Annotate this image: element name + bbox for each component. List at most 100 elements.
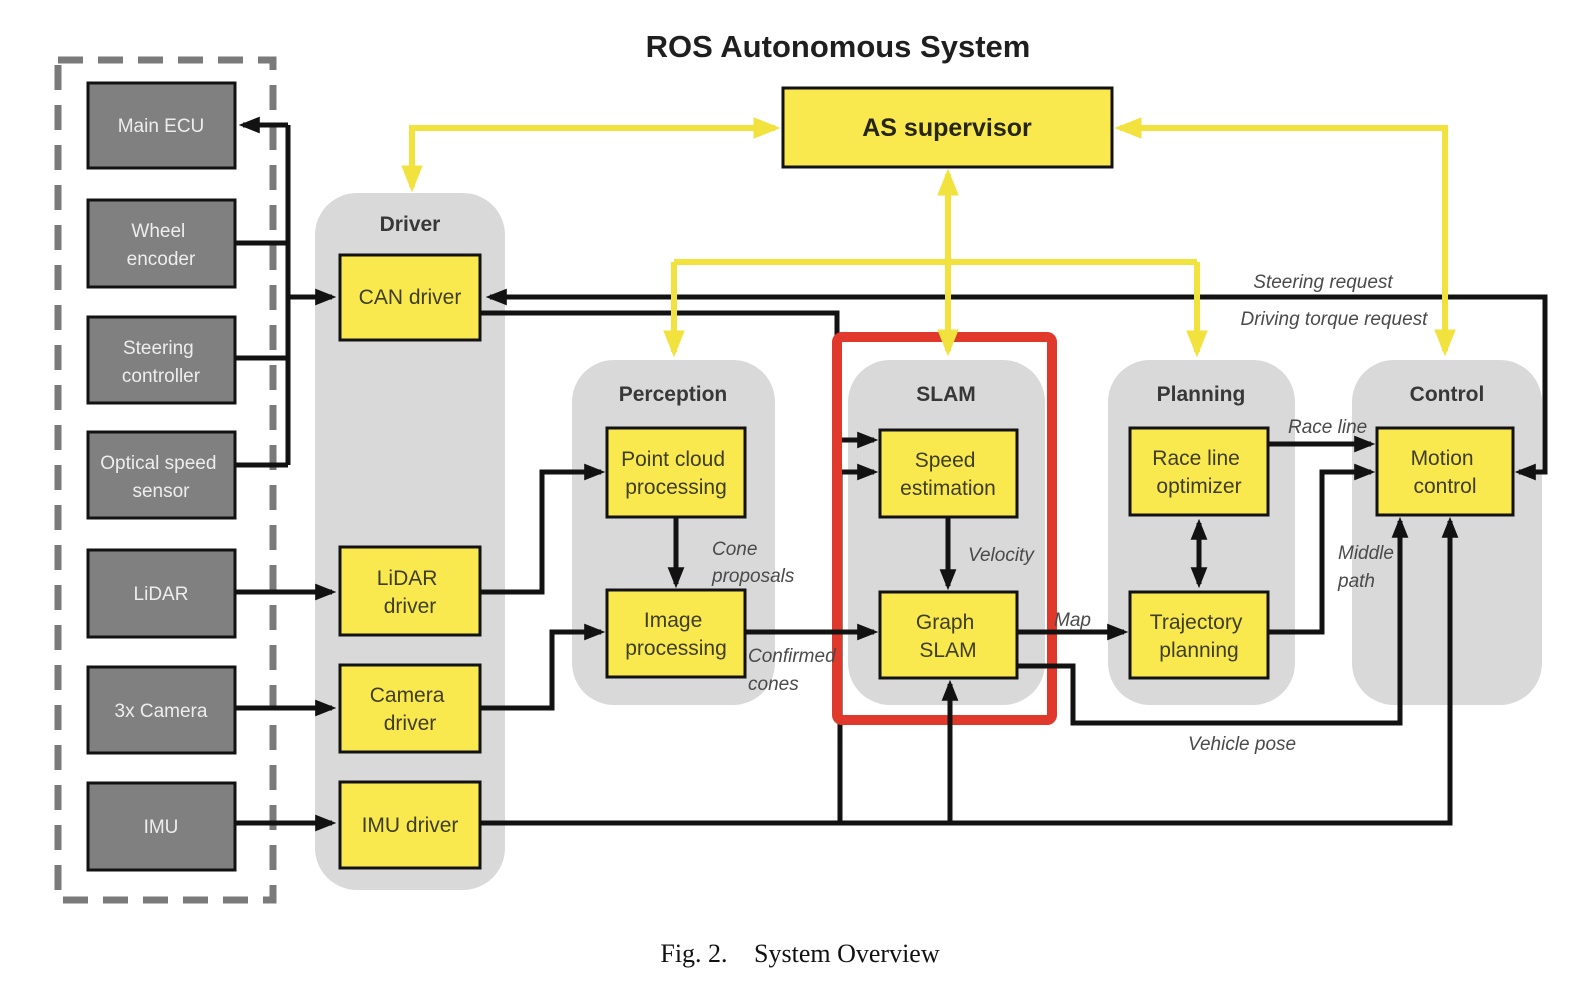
edge-label-driving-torque-request: Driving torque request bbox=[1241, 309, 1429, 330]
label-line: optimizer bbox=[1156, 475, 1241, 498]
label-line: encoder bbox=[127, 249, 196, 270]
label-main-ecu: Main ECU bbox=[118, 116, 205, 137]
sensor-labels: Main ECU Wheel encoder Steering controll… bbox=[100, 116, 216, 838]
node-image-processing bbox=[605, 588, 747, 679]
label-line: Speed bbox=[915, 449, 976, 472]
edge-imu-driver-to-motion-control bbox=[480, 516, 1459, 826]
edge-label-map: Map bbox=[1054, 610, 1091, 631]
label-3x-camera: 3x Camera bbox=[115, 701, 208, 722]
label-line: Graph bbox=[916, 611, 974, 634]
label-line: driver bbox=[384, 595, 437, 618]
node-trajectory-planning bbox=[1128, 590, 1270, 680]
label-line: Optical speed bbox=[100, 453, 216, 474]
edge-trajectory-planning-to-motion-control bbox=[1268, 463, 1376, 635]
node-motion-control bbox=[1375, 426, 1515, 517]
label-line: driver bbox=[384, 712, 437, 735]
label-lidar-driver: LiDAR driver bbox=[377, 567, 444, 618]
diagram-title: ROS Autonomous System bbox=[646, 29, 1031, 64]
edge-label-middle-path: Middle path bbox=[1337, 543, 1399, 592]
label-line: Wheel bbox=[131, 221, 185, 242]
node-3x-camera bbox=[86, 665, 237, 755]
edge-motion-control-can-driver bbox=[485, 288, 1548, 481]
label-trajectory-planning: Trajectory planning bbox=[1150, 611, 1248, 662]
vehicle-hardware-boundary bbox=[54, 56, 277, 904]
label-line: cones bbox=[748, 674, 799, 695]
label-line: estimation bbox=[900, 477, 996, 500]
label-line: Steering bbox=[123, 338, 194, 359]
label-line: Point cloud bbox=[621, 448, 725, 471]
edge-label-velocity: Velocity bbox=[968, 545, 1035, 566]
edge-label-vehicle-pose: Vehicle pose bbox=[1188, 734, 1296, 755]
node-imu-driver bbox=[338, 780, 482, 870]
node-main-ecu bbox=[86, 81, 237, 170]
label-imu: IMU bbox=[144, 817, 179, 838]
figure-caption-title: System Overview bbox=[754, 939, 940, 968]
label-speed-estimation: Speed estimation bbox=[900, 449, 996, 500]
label-line: proposals bbox=[711, 566, 795, 587]
label-image-processing: Image processing bbox=[625, 609, 727, 660]
figure-caption-number: Fig. 2. bbox=[660, 939, 727, 968]
label-line: control bbox=[1413, 475, 1476, 498]
edge-as-supervisor-control bbox=[1114, 117, 1456, 357]
group-label-perception: Perception bbox=[619, 383, 728, 406]
label-graph-slam: Graph SLAM bbox=[916, 611, 980, 662]
figure-caption: Fig. 2. System Overview bbox=[660, 939, 939, 968]
edge-camera-driver-to-image-processing bbox=[480, 623, 606, 711]
label-point-cloud-processing: Point cloud processing bbox=[621, 448, 731, 499]
group-label-control: Control bbox=[1410, 383, 1485, 406]
edge-label-race-line: Race line bbox=[1288, 417, 1367, 438]
label-line: Trajectory bbox=[1150, 611, 1243, 634]
node-can-driver bbox=[338, 253, 482, 342]
node-wheel-encoder bbox=[86, 198, 237, 289]
node-speed-estimation bbox=[878, 428, 1019, 519]
module-labels: AS supervisor CAN driver LiDAR driver Ca… bbox=[359, 114, 1480, 837]
label-imu-driver: IMU driver bbox=[362, 814, 459, 837]
node-lidar-driver bbox=[338, 545, 482, 637]
label-wheel-encoder: Wheel encoder bbox=[127, 221, 196, 270]
node-graph-slam bbox=[878, 590, 1019, 680]
label-line: processing bbox=[625, 476, 727, 499]
label-line: Motion bbox=[1411, 447, 1474, 470]
label-motion-control: Motion control bbox=[1411, 447, 1480, 498]
module-boxes bbox=[338, 86, 1515, 870]
node-optical-speed-sensor bbox=[86, 430, 237, 520]
label-line: controller bbox=[122, 366, 201, 387]
node-camera-driver bbox=[338, 663, 482, 754]
node-point-cloud-processing bbox=[605, 426, 747, 519]
label-line: planning bbox=[1159, 639, 1238, 662]
label-as-supervisor: AS supervisor bbox=[862, 114, 1032, 142]
label-line: LiDAR bbox=[377, 567, 438, 590]
sensor-boxes bbox=[86, 81, 237, 872]
label-lidar: LiDAR bbox=[134, 584, 189, 605]
label-line: Image bbox=[644, 609, 702, 632]
node-as-supervisor bbox=[781, 86, 1114, 169]
node-imu bbox=[86, 781, 237, 872]
edge-label-confirmed-cones: Confirmed cones bbox=[748, 646, 841, 695]
label-race-line-optimizer: Race line optimizer bbox=[1152, 447, 1245, 498]
edge-labels: Steering request Driving torque request … bbox=[711, 272, 1428, 755]
group-label-planning: Planning bbox=[1157, 383, 1246, 406]
edge-as-supervisor-driver bbox=[401, 117, 781, 193]
edge-graph-slam-to-motion-control-vehicle-pose bbox=[1017, 516, 1409, 726]
label-line: path bbox=[1337, 571, 1375, 592]
label-can-driver: CAN driver bbox=[359, 286, 462, 309]
edge-label-steering-request: Steering request bbox=[1253, 272, 1393, 293]
group-label-slam: SLAM bbox=[916, 383, 976, 406]
edges-yellow bbox=[401, 117, 1456, 358]
label-line: Camera bbox=[370, 684, 445, 707]
label-line: Confirmed bbox=[748, 646, 837, 667]
group-label-driver: Driver bbox=[380, 213, 441, 236]
node-steering-controller bbox=[86, 315, 237, 405]
label-line: Cone bbox=[712, 539, 757, 560]
group-labels: Driver Perception SLAM Planning Control bbox=[380, 213, 1485, 406]
label-line: SLAM bbox=[919, 639, 976, 662]
label-line: Race line bbox=[1152, 447, 1240, 470]
node-lidar bbox=[86, 548, 237, 639]
label-camera-driver: Camera driver bbox=[370, 684, 451, 735]
label-line: Middle bbox=[1338, 543, 1394, 564]
group-control bbox=[1352, 360, 1542, 705]
node-race-line-optimizer bbox=[1128, 426, 1270, 517]
label-steering-controller: Steering controller bbox=[122, 338, 201, 387]
